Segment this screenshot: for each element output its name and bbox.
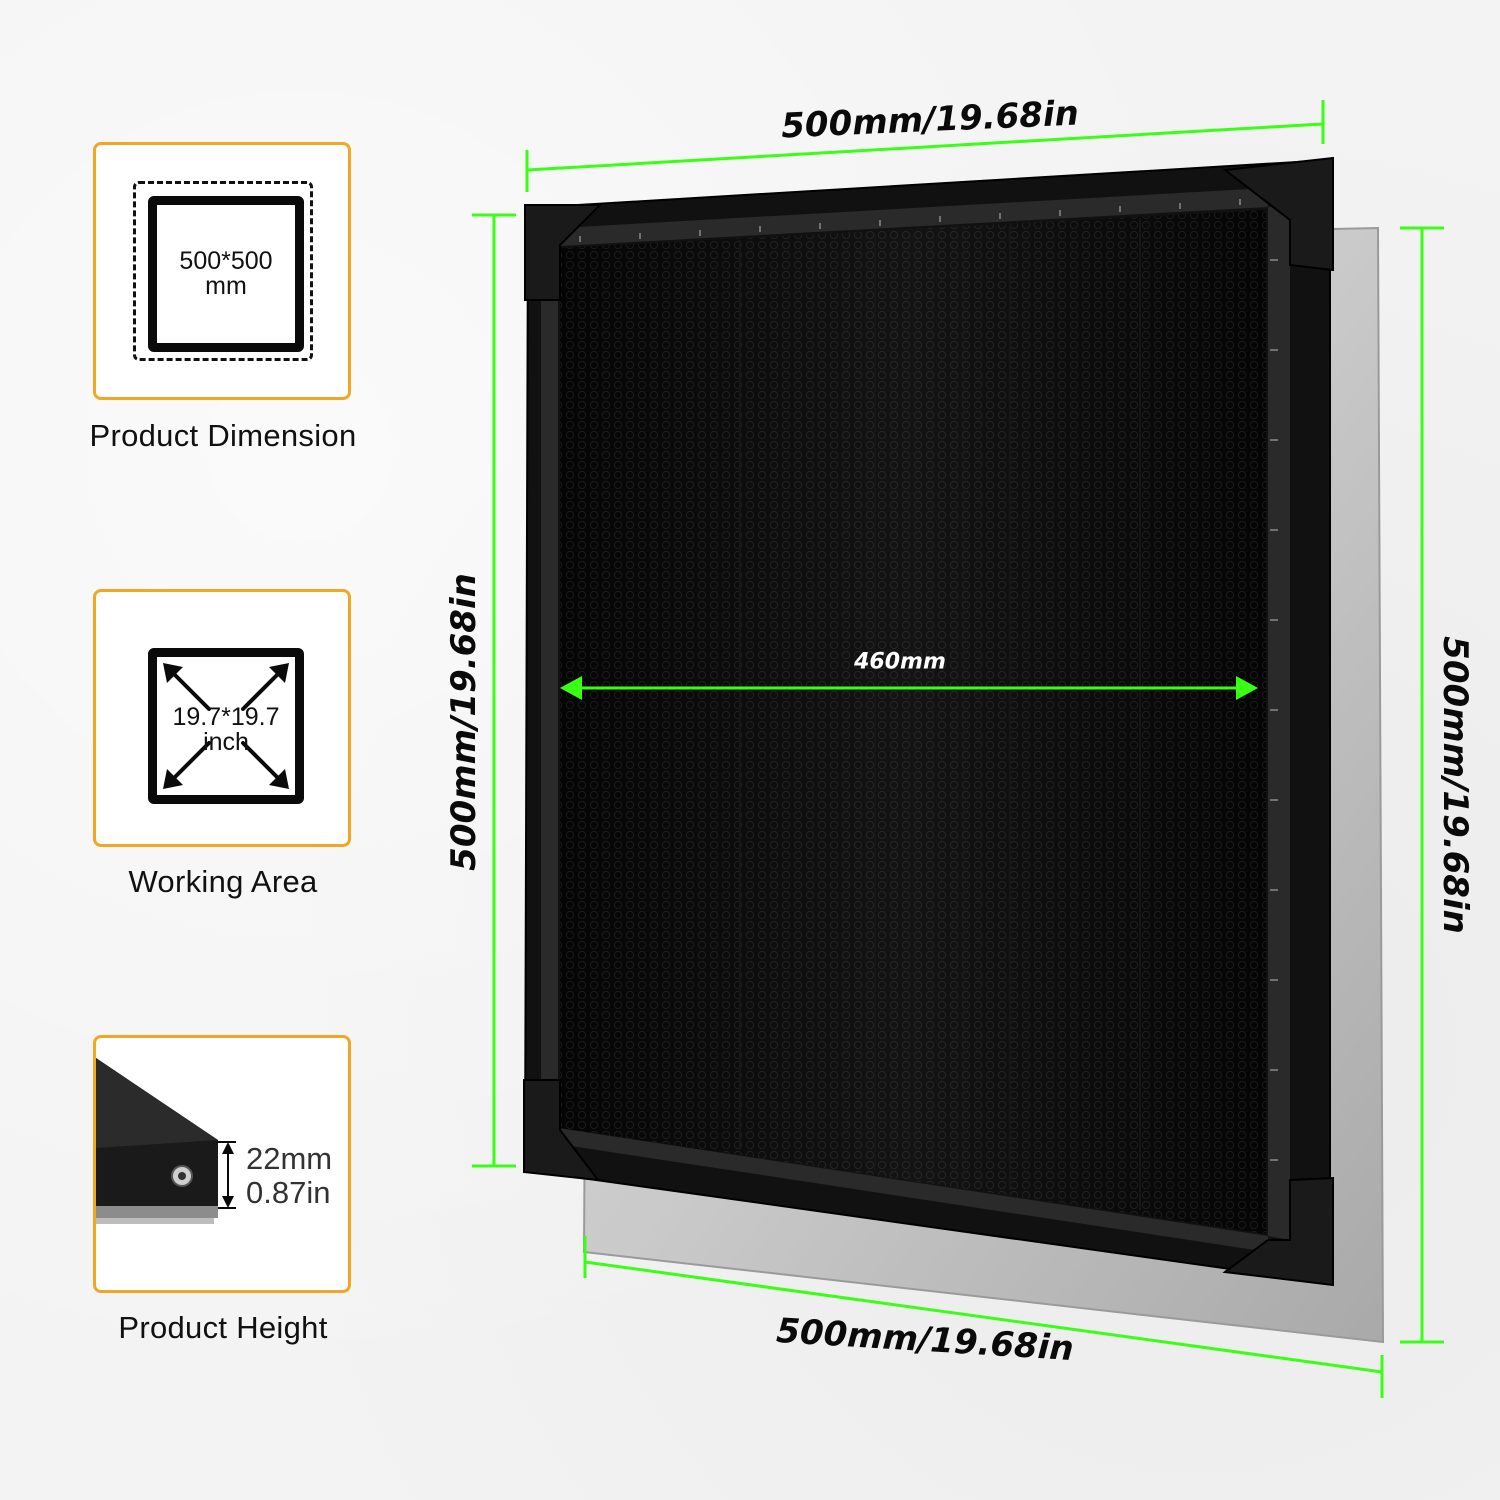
dimension-inner-width: 460mm: [854, 649, 946, 675]
working-area-value-line1: 19.7*19.7: [172, 703, 280, 731]
dimension-left-height: 500mm/19.68in: [444, 573, 484, 871]
feature-label-product-dimension: Product Dimension: [89, 418, 357, 453]
height-mm-value: 22mm: [246, 1141, 333, 1176]
panel-edge-photo: [96, 1058, 236, 1224]
dimension-right-height: 500mm/19.68in: [1435, 636, 1475, 934]
top-ruler: [560, 188, 1268, 246]
feature-label-working-area: Working Area: [128, 864, 318, 899]
dimension-icon-box: 500*500 mm: [148, 196, 304, 352]
dimension-value-line2: mm: [205, 272, 247, 300]
corner-bracket-bottom-left: [523, 1079, 601, 1182]
dimension-value-line1: 500*500: [179, 247, 273, 275]
corner-bracket-top-right: [1222, 156, 1334, 272]
feature-label-product-height: Product Height: [118, 1310, 328, 1345]
inner-arrow-left: [560, 676, 582, 700]
feature-card-product-dimension: 500*500 mm: [93, 142, 351, 400]
feature-card-working-area: 19.7*19.7 inch: [93, 589, 351, 847]
working-area-value-line2: inch: [203, 728, 249, 756]
feature-card-product-height: 22mm 0.87in: [93, 1035, 351, 1293]
right-ruler: [1268, 206, 1290, 1240]
height-in-value: 0.87in: [246, 1175, 331, 1210]
expand-arrows-square-icon: 19.7*19.7 inch: [148, 648, 304, 804]
corner-bracket-top-left: [524, 204, 603, 301]
inner-arrow-right: [1236, 676, 1258, 700]
dashed-square-dimension-icon: [133, 181, 313, 361]
left-ruler: [541, 246, 558, 1128]
corner-bracket-bottom-right: [1222, 1176, 1334, 1287]
expand-arrows-icon: [163, 663, 289, 789]
bottom-ruler: [558, 1128, 1268, 1252]
